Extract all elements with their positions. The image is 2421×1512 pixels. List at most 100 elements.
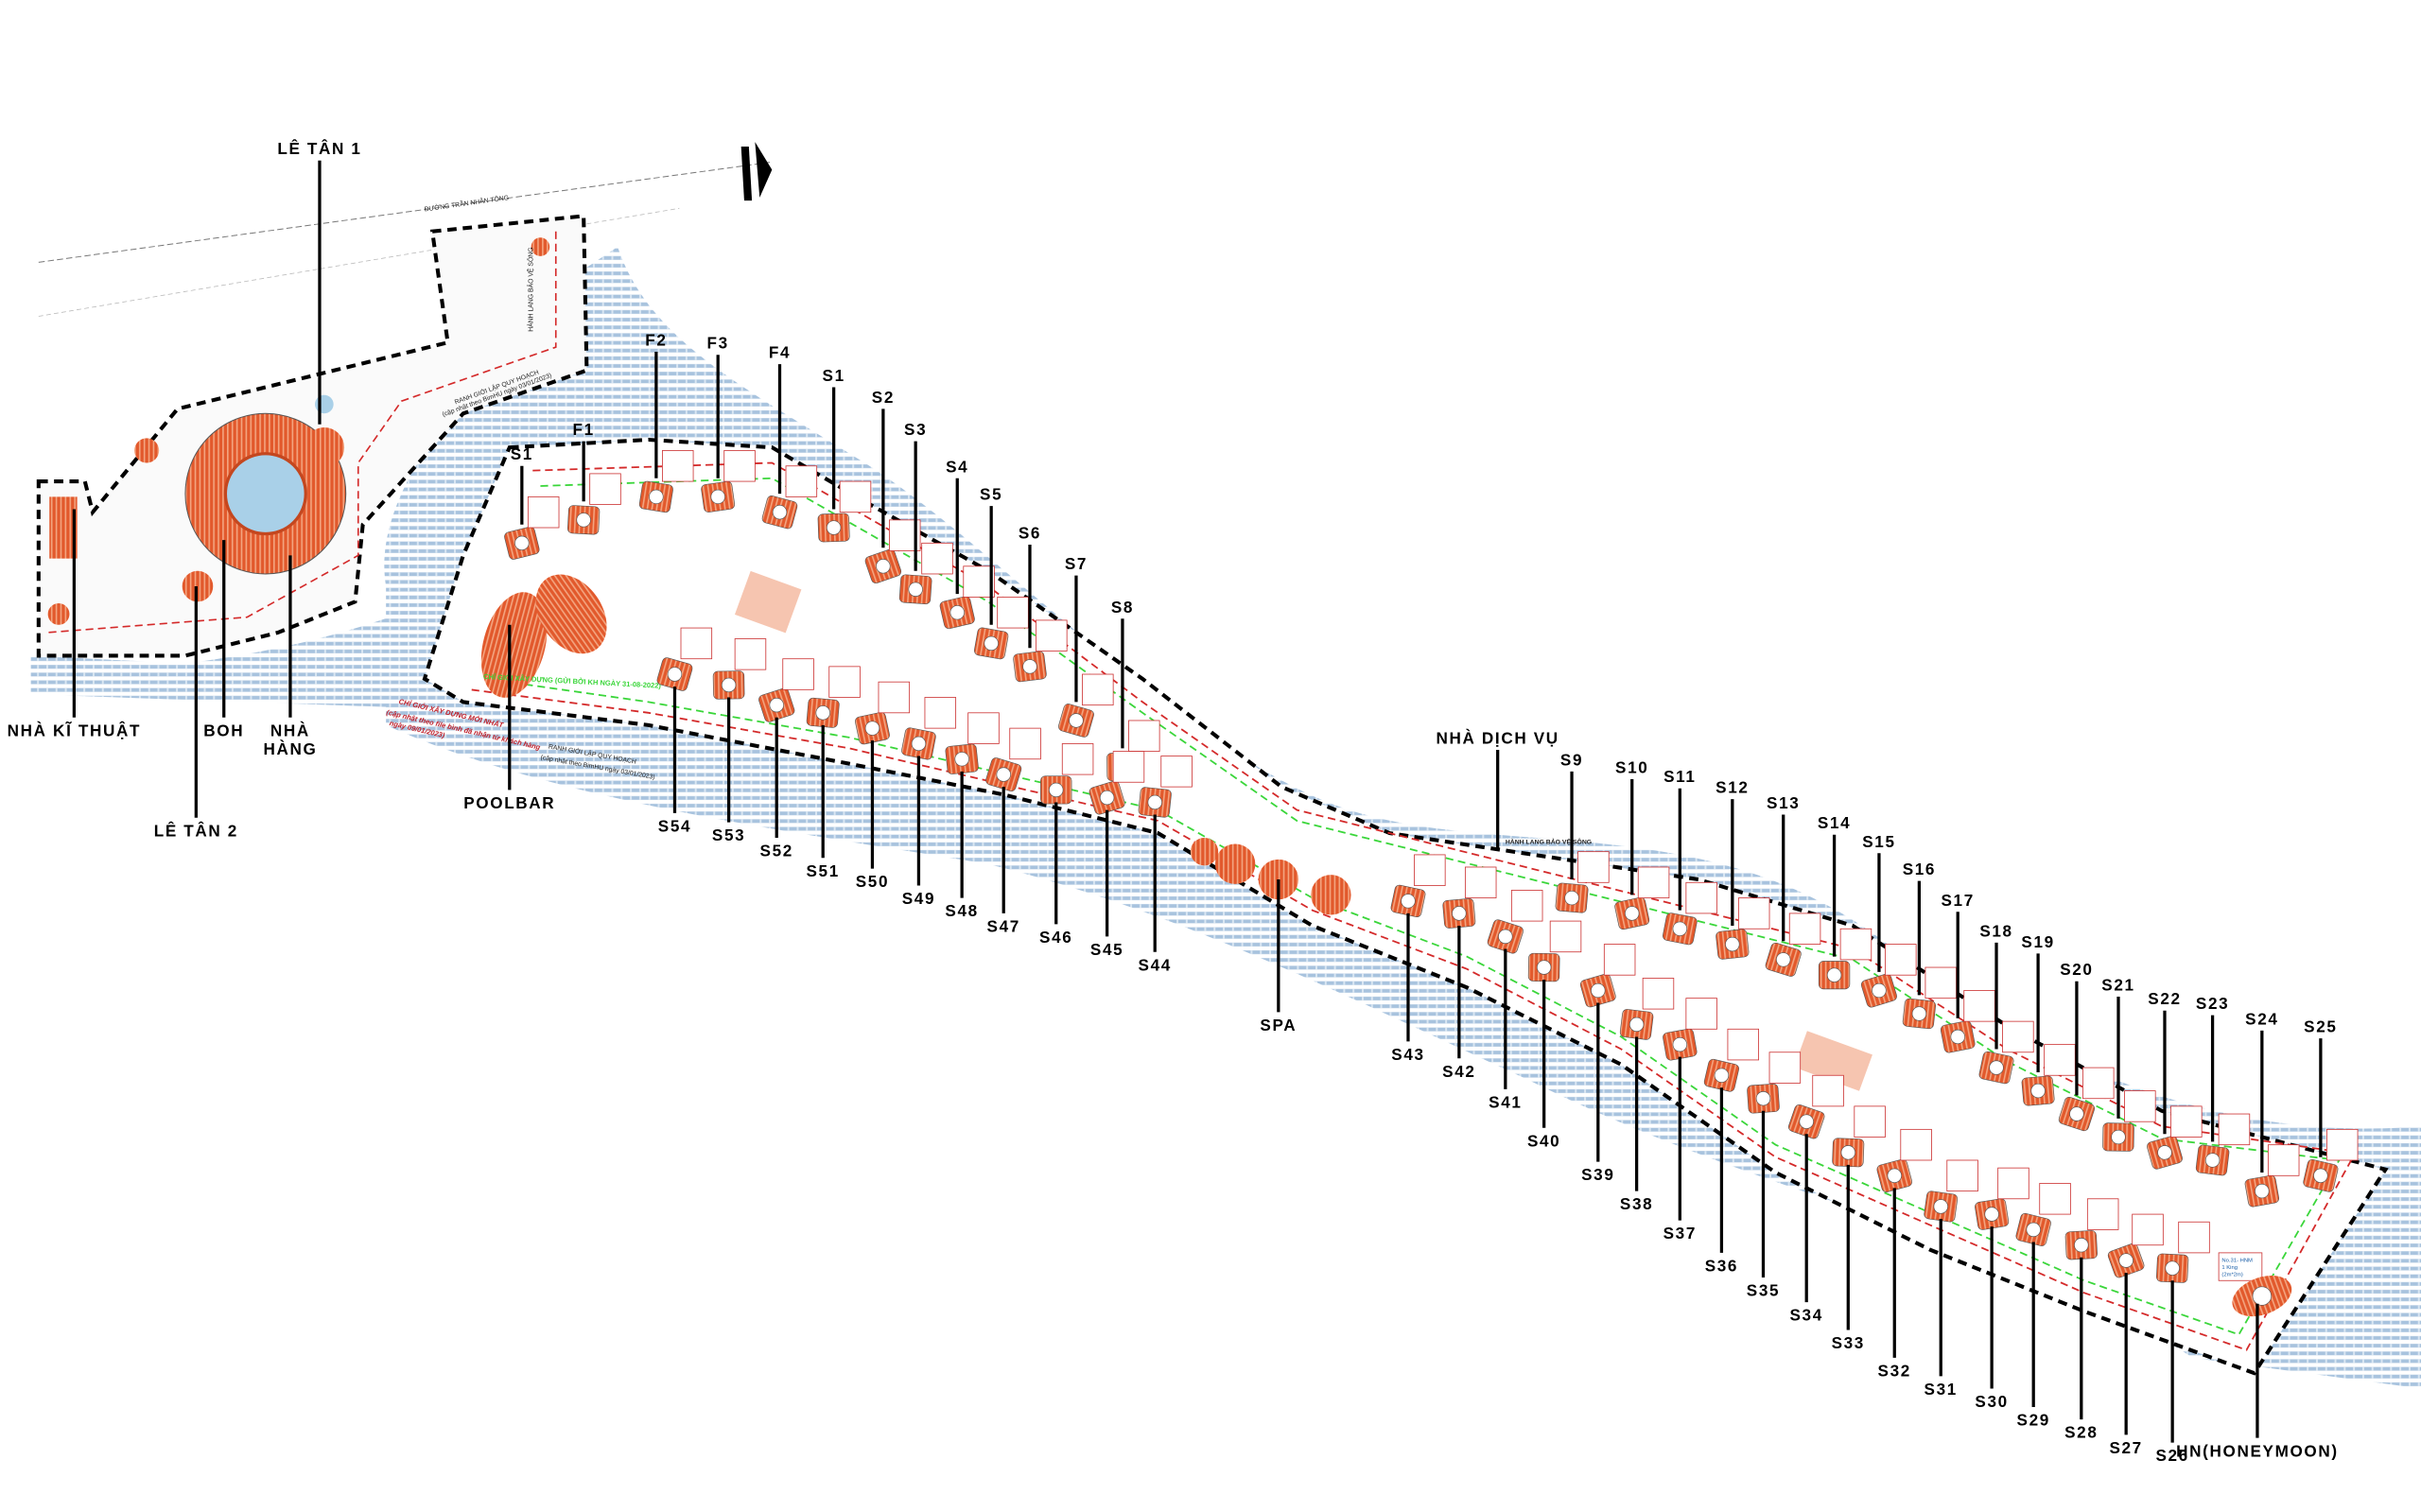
river-left [30, 586, 463, 710]
label-s51: S51 [807, 861, 840, 880]
villa-info-box [1997, 1167, 2029, 1200]
villa [1138, 756, 1193, 818]
label-s17: S17 [1942, 891, 1975, 910]
villa [701, 450, 756, 513]
villa [2107, 1213, 2164, 1278]
label-s50: S50 [856, 872, 889, 891]
label-s41: S41 [1489, 1093, 1522, 1112]
villa [945, 712, 1000, 774]
label-s19: S19 [2021, 932, 2054, 951]
build-line-green [486, 477, 2341, 1336]
label-s24: S24 [2245, 1009, 2278, 1028]
label-s40: S40 [1527, 1131, 1560, 1150]
villa-info-box [2132, 1213, 2164, 1246]
villa-info-box [1577, 851, 1610, 883]
villa [2195, 1113, 2251, 1176]
label-s2: S2 [872, 388, 895, 407]
label-s44: S44 [1139, 955, 1172, 974]
villa [1832, 1105, 1886, 1168]
villa-info-box [1061, 743, 1094, 775]
villa-info-box [967, 712, 1000, 744]
villa-info-box [1642, 978, 1675, 1010]
label-s48: S48 [945, 901, 978, 920]
villa-info-box [1414, 854, 1446, 886]
villa-info-box [1854, 1105, 1886, 1138]
villa [2303, 1128, 2359, 1192]
villa-info-box [2267, 1144, 2300, 1176]
label-s33: S33 [1832, 1333, 1865, 1352]
villa [2147, 1105, 2203, 1170]
label-s47: S47 [987, 917, 1020, 936]
label-f1: F1 [573, 420, 595, 439]
svg-text:1 King: 1 King [2221, 1265, 2238, 1271]
villa-info-box [1637, 866, 1670, 899]
label-s12: S12 [1716, 778, 1749, 797]
build-line-red-left [45, 231, 557, 634]
villa-info-box [1812, 1074, 1844, 1107]
villa-info-box [782, 658, 814, 690]
villa [973, 597, 1029, 660]
villa-info-box [1925, 966, 1957, 999]
villa-info-box [1603, 944, 1636, 976]
villa [1619, 978, 1675, 1040]
svg-text:No.31- HNM: No.31- HNM [2221, 1259, 2253, 1264]
villa-info-box [1685, 881, 1717, 914]
label-s30: S30 [1975, 1392, 2008, 1411]
villa [566, 473, 621, 535]
villa [817, 480, 872, 543]
label-s13: S13 [1767, 793, 1800, 812]
label-s22: S22 [2148, 989, 2181, 1008]
villa-info-box [2082, 1067, 2115, 1100]
plaza-paving-2 [1793, 1031, 1872, 1091]
river-corridor-label: HÀNH LANG BẢO VỆ SÔNG [526, 247, 534, 331]
villa-info-box [2178, 1221, 2210, 1254]
label-s49: S49 [902, 889, 935, 908]
label-s35: S35 [1747, 1281, 1780, 1300]
villa [1040, 743, 1094, 805]
label-hn-honeymoon-: HN(HONEYMOON) [2176, 1441, 2339, 1460]
villa-info-box [1727, 1028, 1759, 1061]
villa [1579, 944, 1636, 1008]
label-f3: F3 [707, 334, 729, 353]
north-arrow-icon [740, 142, 773, 201]
label-s11: S11 [1663, 767, 1696, 786]
label-s9: S9 [1560, 750, 1583, 769]
villa [761, 465, 818, 530]
villas [504, 450, 2359, 1283]
villa [758, 658, 814, 722]
villa-info-box [734, 638, 767, 670]
villa-info-box [1900, 1128, 1932, 1161]
villa [1716, 897, 1770, 960]
villa-info-box [2044, 1044, 2076, 1076]
villa-info-box [1885, 944, 1917, 976]
label-s52: S52 [760, 842, 793, 860]
villa-info-box [723, 450, 756, 482]
label-s39: S39 [1581, 1165, 1614, 1184]
label-s32: S32 [1878, 1361, 1911, 1380]
honeymoon-info-box: No.31- HNM 1 King (2m*2m) [2218, 1252, 2263, 1281]
villa [898, 542, 953, 605]
villa-info-box [2039, 1183, 2071, 1215]
villa-info-box [1160, 756, 1193, 788]
villa [1924, 1159, 1978, 1223]
villa-info-box [878, 681, 911, 714]
villa [1876, 1128, 1932, 1192]
label-s37: S37 [1663, 1224, 1697, 1243]
villa [1787, 1074, 1844, 1139]
label-s27: S27 [2109, 1438, 2142, 1457]
villa [2021, 1044, 2076, 1106]
villa [855, 681, 911, 745]
villa-info-box [785, 465, 818, 497]
label-f2: F2 [645, 330, 667, 349]
label-s1: S1 [823, 366, 845, 385]
villa [2058, 1067, 2115, 1132]
villa-info-box [1036, 619, 1068, 652]
build-line-red [470, 461, 2357, 1351]
label-s6: S6 [1019, 523, 1041, 542]
villa [2015, 1183, 2071, 1246]
villa [1390, 854, 1446, 918]
label-f4: F4 [769, 343, 791, 362]
label-s10: S10 [1615, 757, 1648, 776]
